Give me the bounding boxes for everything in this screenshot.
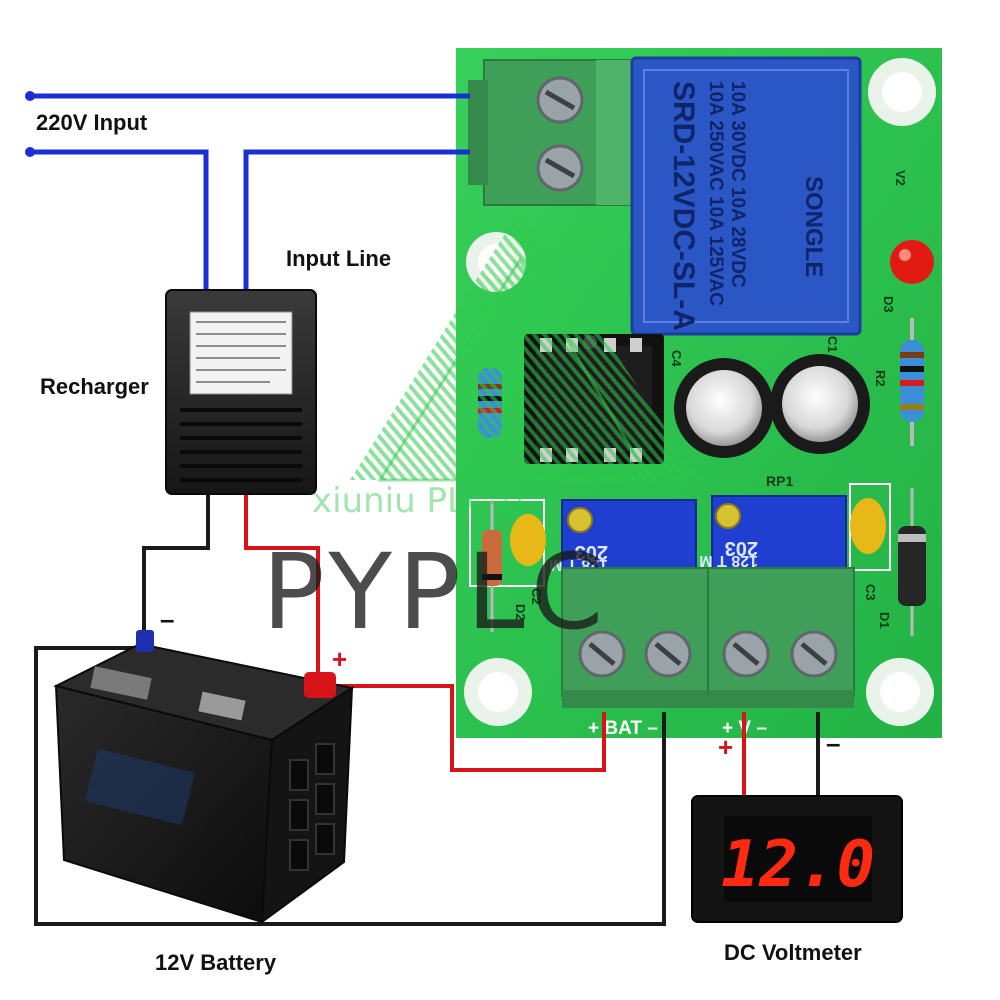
silk-terminal-bat: + BAT – [588,718,658,739]
diode-d1 [898,488,926,636]
ac-input-label: 220V Input [36,110,148,135]
resistor-r2 [900,318,924,446]
ac-wire-left-drop [30,149,209,292]
trimpot-label: 203 [725,537,758,559]
watermark-subtext: xiuniu PLC-0 [312,481,524,521]
silk-d2: D2 [513,604,528,621]
ac-input-terminal [468,59,634,206]
diode-d2 [482,500,502,632]
dc-positive-wires [244,494,746,798]
relay-rating-text: 10A 250VAC 10A 125VAC [705,81,726,306]
ac-wires [30,93,470,292]
silk-c1: C1 [825,336,840,353]
relay-brand-text: SONGLE [800,176,827,277]
mounting-hole-bottom-right [866,658,934,726]
input-line-label: Input Line [286,246,392,271]
car-battery [53,630,355,925]
battery-label-text: 12V Battery [155,950,277,975]
trimpot-label: 203 [575,541,608,563]
dc-voltmeter: 12.0 [691,795,903,923]
relay-rating-text: 10A 30VDC 10A 28VDC [727,81,748,288]
charger-module-board: SRD-12VDC-SL-A 10A 250VAC 10A 125VAC 10A… [456,48,942,739]
recharger-label: Recharger [40,374,149,399]
watermark: xiuniu PLC-0 PYPLC [262,210,700,653]
charger-negative-sign: – [160,604,175,634]
silk-c4: C4 [669,350,684,367]
battery-positive-post [304,672,336,698]
ceramic-capacitor-c2 [469,499,546,587]
mounting-hole-top-right [868,58,936,126]
relay-model-text: SRD-12VDC-SL-A [667,81,700,331]
silk-d1: D1 [877,612,892,629]
trimpot-right: 203 128 T M [699,495,847,573]
relay: SRD-12VDC-SL-A 10A 250VAC 10A 125VAC 10A… [630,56,862,336]
silk-v2: V2 [893,170,908,186]
silk-rp1: RP1 [766,473,793,489]
capacitor-c4 [674,358,774,458]
adapter-label-sticker [189,311,293,395]
battery-label [198,691,246,721]
led-d3 [890,240,934,284]
watermark-triangle-icon [350,210,700,480]
voltmeter-negative-sign: – [826,728,841,758]
battery-negative-post [136,630,154,652]
charger-negative-wire [142,494,210,642]
battery-negative-wire [34,646,666,926]
battery-label [90,666,152,700]
trimpot-left: 203 128 T M [549,499,697,577]
ac-wire-right-drop [243,149,470,292]
battery-terminal-block [561,567,709,708]
charger-positive-wire [244,494,320,676]
battery-positive-sign: + [332,644,348,674]
capacitor-c1 [770,354,870,454]
voltmeter-label: DC Voltmeter [724,940,862,965]
mounting-hole-bottom-left [464,658,532,726]
voltmeter-reading: 12.0 [721,828,875,902]
silk-r2: R2 [873,370,888,387]
trimpot-sublabel: 128 T M [699,552,758,569]
battery-positive-wire [338,684,606,772]
voltmeter-positive-sign: + [718,732,734,762]
ceramic-capacitor-c3 [849,483,891,571]
silk-d3: D3 [881,296,896,313]
wire-end-dot [25,91,35,101]
battery-graphic [84,748,196,826]
dc-negative-wires [34,494,820,926]
voltmeter-terminal-block [707,567,855,708]
silk-c3: C3 [863,584,878,601]
recharger-adapter [165,289,317,495]
wire-end-dot [25,147,35,157]
watermark-brand: PYPLC [262,531,609,653]
silk-c2: C2 [529,588,544,605]
